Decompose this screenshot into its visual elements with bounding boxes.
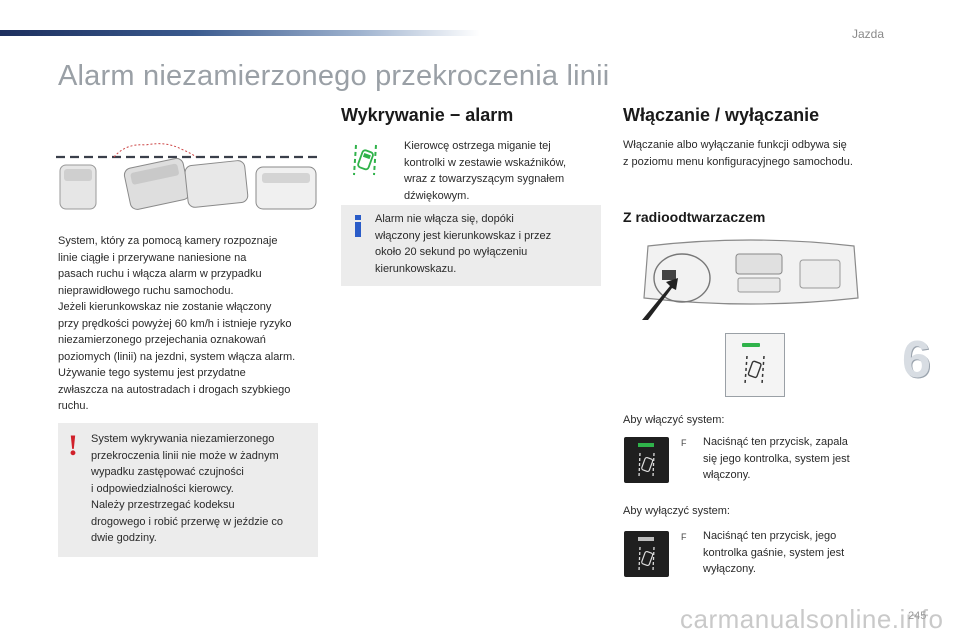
watermark: carmanualsonline.info — [680, 604, 944, 634]
warning-box: ! System wykrywania niezamierzonego prze… — [58, 423, 318, 557]
lane-departure-icon — [352, 143, 378, 177]
detection-text: Kierowcę ostrzega miganie tej kontrolki … — [404, 140, 567, 202]
heading-detection-alarm: Wykrywanie − alarm — [341, 105, 514, 125]
warning-icon: ! — [68, 429, 78, 462]
section-label: Jazda — [851, 27, 884, 41]
button-panel-illustration — [725, 333, 785, 397]
enable-label: Aby włączyć system: — [623, 414, 725, 426]
system-description: System, który za pomocą kamery rozpoznaj… — [58, 235, 296, 412]
disable-label: Aby wyłączyć system: — [623, 505, 730, 517]
heading-on-off: Włączanie / wyłączanie — [623, 105, 820, 125]
lane-button-on[interactable] — [624, 437, 669, 483]
enable-step: Naciśnąć ten przycisk, zapala się jego k… — [703, 436, 850, 481]
disable-step: Naciśnąć ten przycisk, jego kontrolka ga… — [703, 530, 845, 575]
lane-button-off[interactable] — [624, 531, 669, 577]
page-title: Alarm niezamierzonego przekroczenia lini… — [58, 60, 610, 92]
page-number: 245 — [908, 610, 927, 622]
dashboard-illustration — [640, 238, 862, 320]
info-box: Alarm nie włącza się, dopóki włączony je… — [341, 205, 601, 286]
on-off-intro: Włączanie albo wyłączanie funkcji odbywa… — [623, 139, 853, 168]
info-text: Alarm nie włącza się, dopóki włączony je… — [375, 213, 552, 275]
warning-text: System wykrywania niezamierzonego przekr… — [91, 433, 283, 544]
lane-illustration — [56, 135, 322, 215]
chapter-number: 6 — [902, 331, 931, 389]
bullet-enable: F — [681, 438, 687, 448]
info-icon — [355, 215, 361, 237]
heading-radio: Z radioodtwarzaczem — [623, 209, 766, 225]
header-bar — [0, 30, 480, 36]
bullet-disable: F — [681, 532, 687, 542]
lane-button-icon — [744, 354, 766, 386]
